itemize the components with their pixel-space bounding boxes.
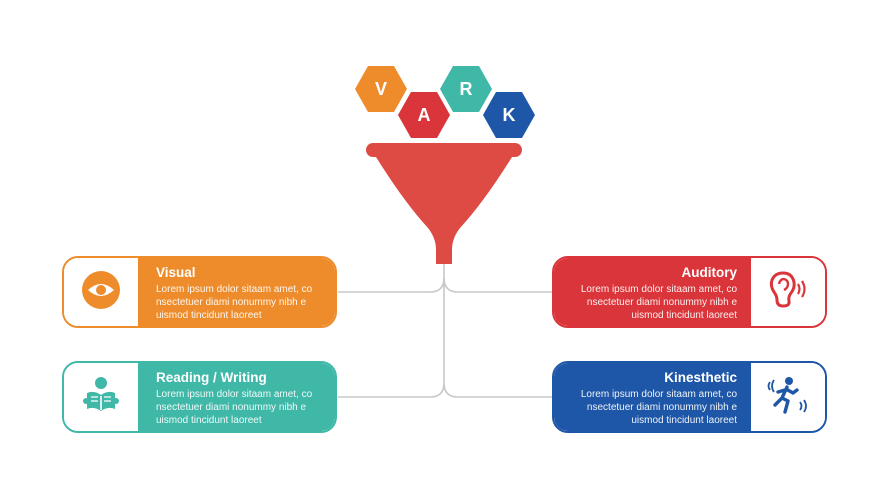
eye-icon <box>81 270 121 315</box>
card-desc-line: uismod tincidunt laoreet <box>156 310 262 321</box>
card-desc-line: Lorem ipsum dolor sitaam amet, co <box>156 284 313 295</box>
running-person-icon <box>766 374 810 421</box>
card-auditory: Auditory Lorem ipsum dolor sitaam amet, … <box>552 256 827 328</box>
card-desc-line: Lorem ipsum dolor sitaam amet, co <box>580 284 737 295</box>
card-visual: Visual Lorem ipsum dolor sitaam amet, co… <box>62 256 337 328</box>
card-text: Kinesthetic Lorem ipsum dolor sitaam ame… <box>554 363 751 431</box>
hexagon-letter: V <box>374 78 387 99</box>
hexagon-letter: R <box>459 78 473 99</box>
connector-visual <box>338 277 445 293</box>
card-desc-line: uismod tincidunt laoreet <box>631 415 737 426</box>
card-text: Visual Lorem ipsum dolor sitaam amet, co… <box>138 258 335 326</box>
card-title: Auditory <box>681 265 738 280</box>
card-kinesthetic: Kinesthetic Lorem ipsum dolor sitaam ame… <box>552 361 827 433</box>
card-desc-line: nsectetuer diami nonummy nibh e <box>156 402 307 413</box>
card-desc-line: nsectetuer diami nonummy nibh e <box>586 297 737 308</box>
card-desc-line: uismod tincidunt laoreet <box>631 310 737 321</box>
card-desc-line: uismod tincidunt laoreet <box>156 415 262 426</box>
reading-person-icon <box>81 375 121 420</box>
connector-kinesthetic <box>443 382 552 398</box>
card-title: Visual <box>156 265 196 280</box>
card-text: Auditory Lorem ipsum dolor sitaam amet, … <box>554 258 751 326</box>
ear-icon <box>765 270 811 315</box>
card-icon-box <box>64 258 138 326</box>
card-desc-line: Lorem ipsum dolor sitaam amet, co <box>156 389 313 400</box>
card-title: Reading / Writing <box>156 370 267 385</box>
card-title: Kinesthetic <box>664 370 737 385</box>
card-reading-writing: Reading / Writing Lorem ipsum dolor sita… <box>62 361 337 433</box>
card-desc-line: Lorem ipsum dolor sitaam amet, co <box>580 389 737 400</box>
card-icon-box <box>751 363 825 431</box>
hexagon-letter: A <box>417 104 431 125</box>
funnel-icon <box>366 143 522 264</box>
card-desc-line: nsectetuer diami nonummy nibh e <box>156 297 307 308</box>
connector-reading <box>338 382 445 398</box>
card-icon-box <box>64 363 138 431</box>
card-text: Reading / Writing Lorem ipsum dolor sita… <box>138 363 335 431</box>
card-icon-box <box>751 258 825 326</box>
card-desc-line: nsectetuer diami nonummy nibh e <box>586 402 737 413</box>
hexagon-k: K <box>483 92 535 138</box>
hexagon-letter: K <box>502 104 516 125</box>
connector-auditory <box>443 277 552 293</box>
